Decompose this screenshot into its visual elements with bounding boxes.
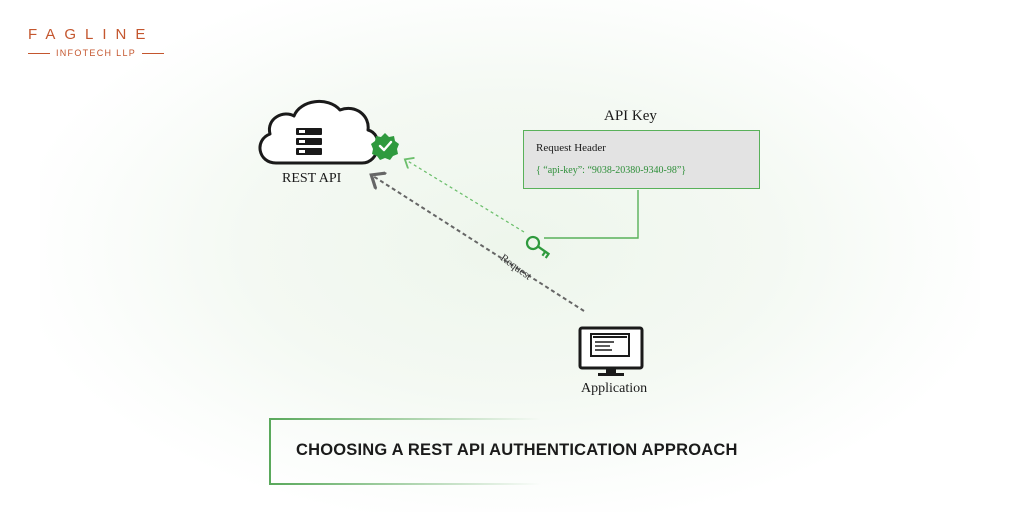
verified-badge-icon	[371, 133, 399, 160]
logo-subtitle: INFOTECH LLP	[55, 48, 137, 58]
logo-tagline: INFOTECH LLP	[28, 48, 164, 58]
application-label: Application	[581, 381, 648, 396]
api-key-label: API Key	[604, 108, 657, 124]
key-icon	[525, 235, 551, 259]
request-arrow	[373, 176, 585, 312]
request-header-title: Request Header	[536, 142, 606, 154]
monitor-icon	[578, 326, 644, 376]
cloud-server-icon	[258, 100, 380, 165]
request-header-box: Request Header { “api-key”: “9038-20380-…	[523, 130, 760, 189]
footer-border-bottom	[271, 483, 541, 485]
footer-title-box: CHOOSING A REST API AUTHENTICATION APPRO…	[269, 418, 769, 485]
footer-border-top	[271, 418, 541, 420]
logo-divider-left	[28, 52, 50, 54]
header-key-connector	[544, 190, 639, 239]
logo-divider-right	[142, 52, 164, 54]
rest-api-label: REST API	[282, 171, 342, 186]
logo-wordmark: FAGLINE	[28, 26, 155, 43]
request-header-value: { “api-key”: “9038-20380-9340-98”}	[536, 165, 687, 176]
page-title: CHOOSING A REST API AUTHENTICATION APPRO…	[296, 441, 738, 459]
company-logo: FAGLINE INFOTECH LLP	[28, 26, 168, 66]
background	[40, 0, 980, 512]
api-key-arrow	[406, 160, 525, 233]
